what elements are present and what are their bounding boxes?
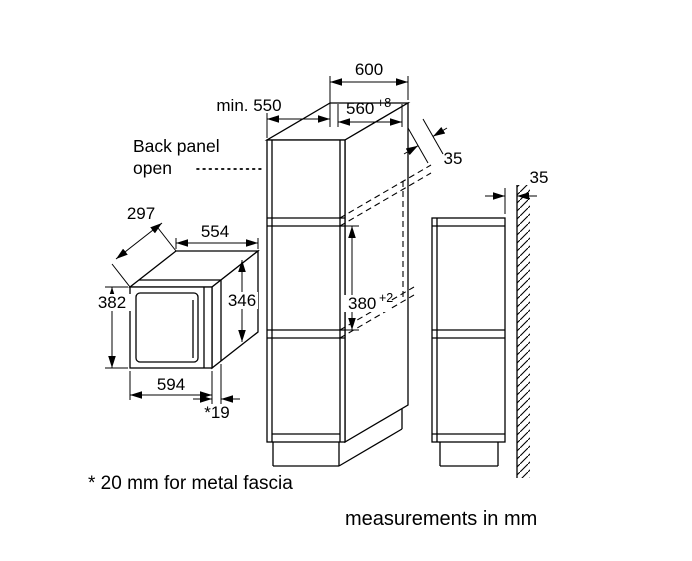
dim-560-label: 560 bbox=[346, 99, 374, 118]
microwave-isometric bbox=[128, 249, 260, 370]
dim-594-label: 594 bbox=[157, 375, 185, 394]
back-panel-annotation: Back panel open bbox=[133, 136, 264, 178]
back-panel-open-label-line1: Back panel bbox=[133, 136, 220, 156]
dim-min-550-label: min. 550 bbox=[216, 96, 281, 115]
dim-382-label: 382 bbox=[98, 293, 126, 312]
dim-cabinet-depth-600: 600 bbox=[329, 60, 409, 127]
dim-appliance-depth-297: 297 bbox=[111, 204, 177, 288]
cabinet-front-face bbox=[266, 139, 346, 443]
footnote-label: * 20 mm for metal fascia bbox=[88, 473, 293, 494]
cabinet-side-face bbox=[344, 101, 409, 444]
wall-section bbox=[516, 185, 530, 478]
dim-appliance-body-height-346: 346 bbox=[226, 260, 258, 342]
units-label: measurements in mm bbox=[345, 508, 537, 530]
microwave-door bbox=[135, 292, 199, 363]
cabinet-side-view bbox=[431, 217, 506, 467]
dim-side-wall-gap-35: 35 bbox=[485, 168, 548, 214]
back-panel-open-label-line2: open bbox=[133, 158, 172, 178]
dim-niche-depth-min-550: min. 550 bbox=[216, 96, 330, 138]
dim-346-label: 346 bbox=[228, 291, 256, 310]
dim-niche-width-560: 560 +8 bbox=[337, 96, 403, 127]
dim-380-label: 380 bbox=[348, 294, 376, 313]
dim-380-tolerance-label: +2 bbox=[379, 291, 393, 305]
tall-cabinet-isometric bbox=[264, 101, 411, 467]
dim-35-side-label: 35 bbox=[530, 168, 549, 187]
dim-fascia-projection-19: *19 bbox=[193, 364, 240, 422]
cabinet-plinth bbox=[272, 409, 403, 467]
dim-19-label: *19 bbox=[204, 403, 230, 422]
dim-600-label: 600 bbox=[355, 60, 383, 79]
dim-560-tolerance-label: +8 bbox=[377, 96, 391, 110]
dim-rear-service-gap-35: 35 bbox=[403, 118, 463, 168]
dim-297-label: 297 bbox=[127, 204, 155, 223]
microwave-front-face bbox=[129, 286, 213, 369]
dim-appliance-height-382: 382 bbox=[94, 286, 131, 369]
dim-appliance-body-width-554: 554 bbox=[175, 222, 259, 249]
dim-35-top-label: 35 bbox=[444, 149, 463, 168]
wall-hatching bbox=[517, 185, 530, 478]
dim-niche-height-380: 380 +2 bbox=[344, 225, 393, 331]
side-view-plinth bbox=[439, 442, 499, 467]
dim-554-label: 554 bbox=[201, 222, 229, 241]
